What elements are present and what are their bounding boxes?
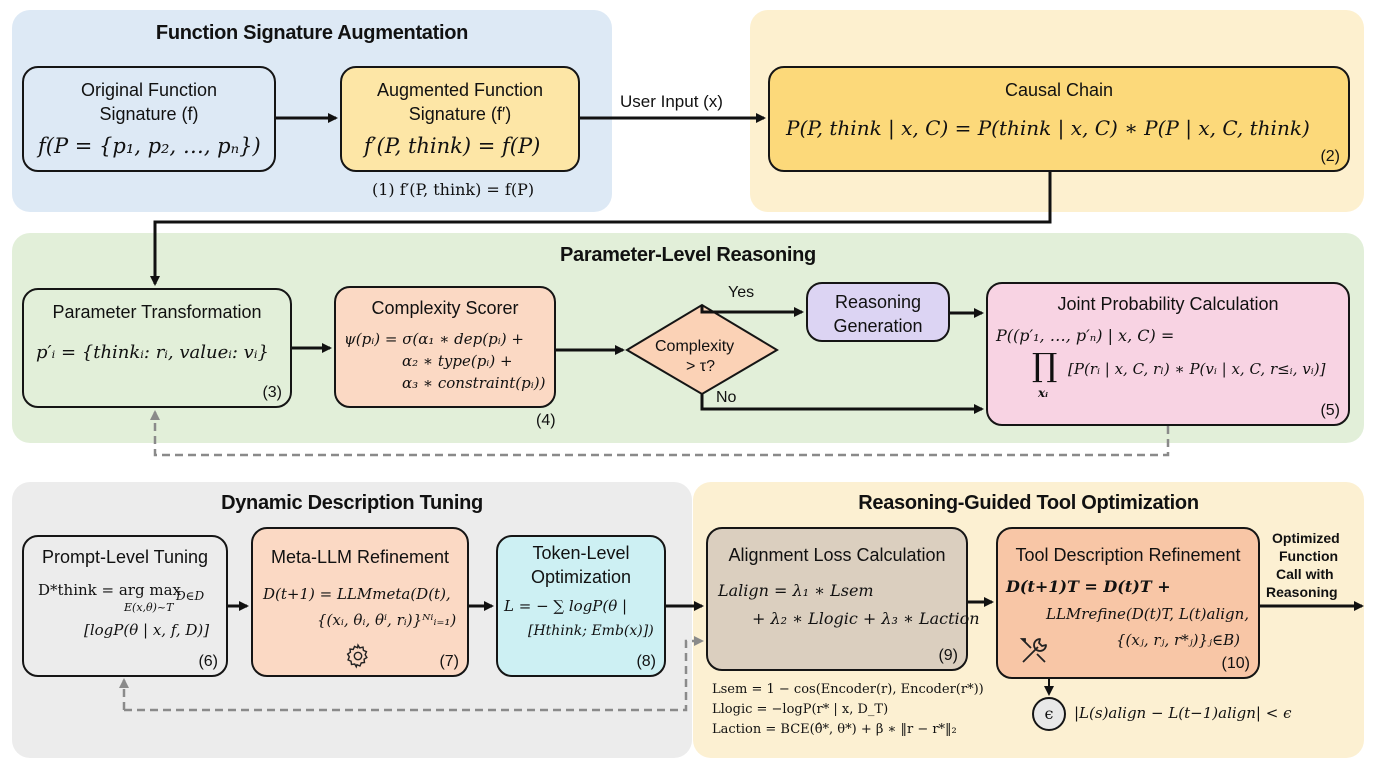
node-token-level-optimization[interactable]: Token-Level Optimization L = − ∑ logP(θ … (496, 535, 666, 677)
loss-def-logic: Llogic = −logP(r* | x, D_T) (712, 702, 889, 717)
node-title: Token-Level (532, 543, 630, 563)
formula-line: LLMrefine(D(t)T, L(t)align, (1046, 605, 1250, 623)
formula-line: D*think = arg max (38, 581, 181, 599)
loss-def-sem: Lsem = 1 − cos(Encoder(r), Encoder(r*)) (712, 682, 984, 697)
equation-number: (9) (938, 647, 958, 664)
formula-line: [P(rᵢ | x, C, rₗ) ∗ P(vᵢ | x, C, r≤ᵢ, vᵢ… (1068, 360, 1326, 378)
yes-label: Yes (728, 284, 755, 301)
formula-subscript-right: D∈D (176, 589, 205, 603)
equation-number: (8) (636, 653, 656, 670)
product-symbol: ∏ (1032, 346, 1058, 384)
formula-line: {(xⱼ, rⱼ, r*ⱼ)}ⱼ∈B) (1116, 631, 1240, 649)
node-augmented-signature[interactable]: Augmented Function Signature (f′) f′(P, … (340, 66, 580, 172)
equation-number: (10) (1221, 655, 1250, 672)
node-alignment-loss[interactable]: Alignment Loss Calculation Lalign = λ₁ ∗… (706, 527, 980, 671)
node-title: Signature (f) (99, 104, 199, 124)
formula-line: D(t+1)T = D(t)T + (1006, 577, 1171, 596)
convergence-node[interactable]: ϵ (1032, 697, 1066, 731)
formula-line: {(xᵢ, θᵢ, θⁱ, rᵢ)}ᴺⁱᵢ₌₁) (317, 611, 457, 629)
node-title: Tool Description Refinement (1015, 545, 1241, 565)
output-label: Call with (1276, 566, 1334, 582)
formula: f′(P, think) = f(P) (364, 134, 541, 158)
formula-line: [Hthink; Emb(x)]) (528, 623, 654, 639)
loss-def-action: Laction = BCE(θ̂*, θ*) + β ∗ ‖r − r*‖₂ (712, 722, 957, 737)
user-input-label: User Input (x) (620, 92, 723, 111)
gear-icon (346, 643, 368, 669)
output-label: Function (1279, 548, 1339, 564)
equation-number: (6) (198, 653, 218, 670)
section-title-dynamic: Dynamic Description Tuning (221, 492, 483, 514)
node-complexity-scorer[interactable]: Complexity Scorer ψ(pᵢ) = σ(α₁ ∗ dep(pᵢ)… (334, 286, 556, 408)
node-title: Parameter Transformation (52, 302, 262, 322)
node-original-signature[interactable]: Original Function Signature (f) f(P = {p… (22, 66, 276, 172)
formula-subscript-under: E(x,θ)~T (124, 601, 174, 614)
node-causal-chain[interactable]: Causal Chain P(P, think | x, C) = P(thin… (768, 66, 1350, 172)
formula: f(P = {p₁, p₂, …, pₙ}) (38, 134, 261, 158)
node-title: Prompt-Level Tuning (41, 547, 209, 567)
section-title-tool-opt: Reasoning-Guided Tool Optimization (858, 492, 1199, 514)
output-label: Reasoning (1266, 584, 1338, 600)
output-label: Optimized (1272, 530, 1340, 546)
convergence-criterion: |L(s)align − L(t−1)align| < ϵ (1074, 704, 1292, 722)
epsilon-symbol: ϵ (1044, 704, 1054, 723)
formula-line: L = − ∑ logP(θ | (504, 597, 628, 615)
node-meta-llm-refinement[interactable]: Meta-LLM Refinement D(t+1) = LLMmeta(D(t… (251, 527, 469, 677)
node-title: Generation (833, 316, 923, 336)
product-subscript: xᵢ (1038, 386, 1049, 400)
node-parameter-transformation[interactable]: Parameter Transformation p′ᵢ = {thinkᵢ: … (22, 288, 292, 408)
node-title: Complexity Scorer (371, 298, 519, 318)
node-title: Signature (f′) (408, 104, 512, 124)
decision-label: Complexity (655, 338, 735, 355)
node-title: Augmented Function (376, 80, 544, 100)
formula-line: α₂ ∗ type(pᵢ) + (402, 352, 513, 370)
section-title-signature: Function Signature Augmentation (155, 22, 469, 44)
formula-line: + λ₂ ∗ Llogic + λ₃ ∗ Laction (752, 609, 980, 628)
node-title: Joint Probability Calculation (1057, 294, 1279, 314)
equation-number: (2) (1320, 148, 1340, 165)
node-title: Meta-LLM Refinement (270, 547, 450, 567)
node-joint-probability[interactable]: Joint Probability Calculation P((p′₁, …,… (986, 282, 1350, 426)
no-label: No (716, 389, 737, 406)
decision-threshold: > τ? (686, 358, 716, 375)
node-title: Reasoning (834, 292, 922, 312)
equation-number: (7) (439, 653, 459, 670)
formula-line: [logP(θ | x, f, D)] (84, 621, 210, 639)
node-title: Alignment Loss Calculation (728, 545, 946, 565)
formula-line: α₃ ∗ constraint(pᵢ)) (402, 374, 546, 392)
equation-number: (5) (1320, 402, 1340, 419)
node-prompt-level-tuning[interactable]: Prompt-Level Tuning D*think = arg max E(… (22, 535, 228, 677)
formula: p′ᵢ = {thinkᵢ: rᵢ, valueᵢ: vᵢ} (36, 342, 269, 363)
tools-icon (1019, 638, 1047, 663)
equation-number: (3) (262, 384, 282, 401)
formula-line: Lalign = λ₁ ∗ Lsem (718, 581, 874, 600)
formula-line: D(t+1) = LLMmeta(D(t), (263, 585, 451, 603)
node-title: Optimization (530, 567, 632, 587)
node-title: Original Function (80, 80, 218, 100)
formula-line: P((p′₁, …, p′ₙ) | x, C) = (996, 326, 1175, 345)
node-title: Causal Chain (1004, 80, 1114, 100)
formula: P(P, think | x, C) = P(think | x, C) ∗ P… (786, 116, 1310, 140)
node-reasoning-generation[interactable]: Reasoning Generation (806, 282, 950, 342)
node-tool-description-refinement[interactable]: Tool Description Refinement D(t+1)T = D(… (996, 527, 1260, 679)
formula-line: ψ(pᵢ) = σ(α₁ ∗ dep(pᵢ) + (344, 330, 524, 348)
